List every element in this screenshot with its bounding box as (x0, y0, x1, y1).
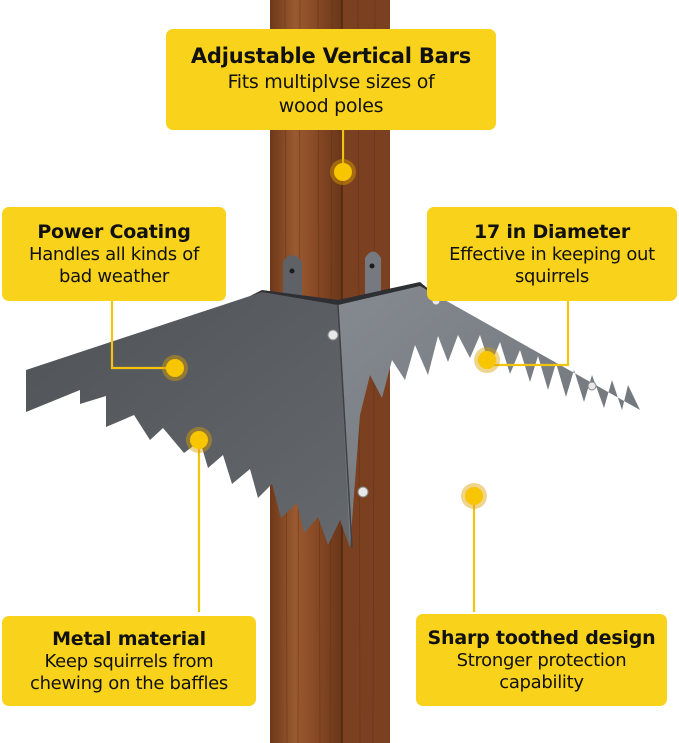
callout-description: Handles all kinds of bad weather (28, 244, 200, 287)
marker-dot-top (334, 163, 352, 181)
marker-dot-left-upper (166, 359, 184, 377)
callout-description: Effective in keeping out squirrels (449, 244, 655, 287)
leader-lines (110, 130, 570, 612)
callout-title: 17 in Diameter (473, 221, 631, 243)
marker-dot-right-upper (478, 351, 496, 369)
marker-dot-right-lower (465, 487, 483, 505)
callout-power-coating: Power Coating Handles all kinds of bad w… (2, 207, 226, 301)
vertical-bar-right (365, 251, 381, 298)
callout-title: Adjustable Vertical Bars (190, 43, 472, 68)
callout-description: Fits multiplvse sizes of wood poles (227, 70, 435, 117)
callout-sharp-toothed-design: Sharp toothed design Stronger protection… (416, 614, 667, 706)
vertical-bar-left (283, 255, 302, 300)
callout-description: Stronger protection capability (456, 650, 627, 693)
callout-adjustable-vertical-bars: Adjustable Vertical Bars Fits multiplvse… (166, 29, 496, 130)
callout-metal-material: Metal material Keep squirrels from chewi… (2, 616, 256, 706)
callout-description: Keep squirrels from chewing on the baffl… (29, 651, 229, 694)
baffle-right-plate (338, 286, 640, 548)
callout-title: Power Coating (37, 221, 191, 243)
callout-title: Metal material (52, 628, 206, 650)
marker-dot-left-lower (190, 431, 208, 449)
callout-17-in-diameter: 17 in Diameter Effective in keeping out … (427, 207, 677, 301)
callout-title: Sharp toothed design (427, 627, 656, 649)
baffle-left-plate (26, 292, 350, 548)
